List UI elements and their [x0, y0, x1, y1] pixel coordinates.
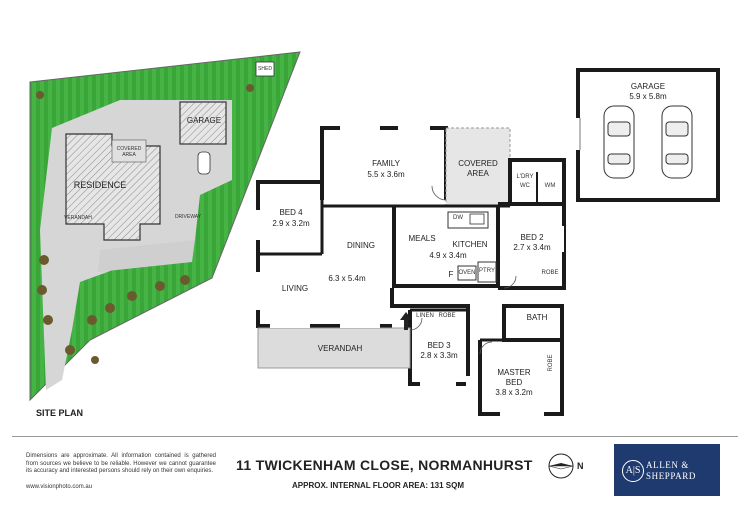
site-shed: [255, 61, 275, 77]
property-address: 11 TWICKENHAM CLOSE, NORMANHURST: [236, 457, 533, 473]
compass-north-label: N: [577, 461, 584, 471]
site-garage: [179, 101, 227, 145]
floor-area-text: APPROX. INTERNAL FLOOR AREA: 131 SQM: [292, 481, 465, 490]
oven-label: OVEN: [458, 270, 476, 276]
bed2-size: 2.7 x 3.4m: [513, 243, 551, 252]
living-size: 6.3 x 5.4m: [328, 274, 366, 283]
robe-bed2-label: ROBE: [541, 270, 559, 276]
wm-label: WM: [544, 183, 556, 189]
bed4-size: 2.9 x 3.2m: [272, 219, 310, 228]
fridge-label: F: [448, 270, 454, 279]
linen-label: LINEN: [416, 313, 434, 319]
wc-label: WC: [520, 183, 530, 189]
footer-divider: [12, 436, 738, 437]
verandah-label: VERANDAH: [317, 344, 363, 353]
bed4-label: BED 4: [279, 208, 303, 217]
master-label-1: MASTER: [497, 368, 531, 377]
bed3-label: BED 3: [427, 341, 451, 350]
master-size: 3.8 x 3.2m: [495, 388, 533, 397]
robe-master-label: ROBE: [548, 354, 554, 372]
logo-name-line1: ALLEN &: [646, 460, 689, 470]
site-car-icon: [197, 151, 211, 175]
dining-label: DINING: [347, 241, 375, 250]
kitchen-label: KITCHEN: [452, 240, 488, 249]
pantry-label: PTRY: [479, 268, 495, 274]
garage-label: GARAGE: [630, 82, 666, 91]
living-label: LIVING: [281, 284, 309, 293]
site-shed-label: SHED: [258, 66, 272, 72]
bed2-label: BED 2: [520, 233, 544, 242]
garage-size: 5.9 x 5.8m: [629, 92, 667, 101]
meals-label: MEALS: [408, 234, 436, 243]
master-label-2: BED: [505, 378, 523, 387]
logo-name-line2: SHEPPARD: [646, 471, 696, 481]
disclaimer-text: Dimensions are approximate. All informat…: [26, 453, 216, 474]
covered-area-label: COVERED AREA: [458, 159, 498, 178]
site-covered-area: [111, 139, 147, 163]
site-residence-label: RESIDENCE: [73, 180, 127, 190]
tree-cluster: [36, 84, 254, 364]
laundry-label: L'DRY: [516, 174, 534, 180]
site-covered-area-label: COVERED AREA: [116, 146, 142, 158]
family-size: 5.5 x 3.6m: [367, 170, 405, 179]
family-label: FAMILY: [372, 159, 400, 168]
bath-label: BATH: [526, 313, 548, 322]
bed3-size: 2.8 x 3.3m: [420, 351, 458, 360]
site-verandah-label: VERANDAH: [64, 215, 92, 221]
website-text: www.visionphoto.com.au: [26, 484, 93, 490]
dw-label: DW: [453, 215, 463, 221]
site-garage-label: GARAGE: [186, 116, 222, 125]
agency-logo: A|S ALLEN & SHEPPARD: [614, 444, 720, 496]
site-driveway-label: DRIVEWAY: [174, 214, 202, 220]
kitchen-size: 4.9 x 3.4m: [429, 251, 467, 260]
robe-bed3-label: ROBE: [438, 313, 456, 319]
site-plan-title: SITE PLAN: [36, 408, 84, 418]
logo-monogram: A|S: [622, 460, 644, 482]
